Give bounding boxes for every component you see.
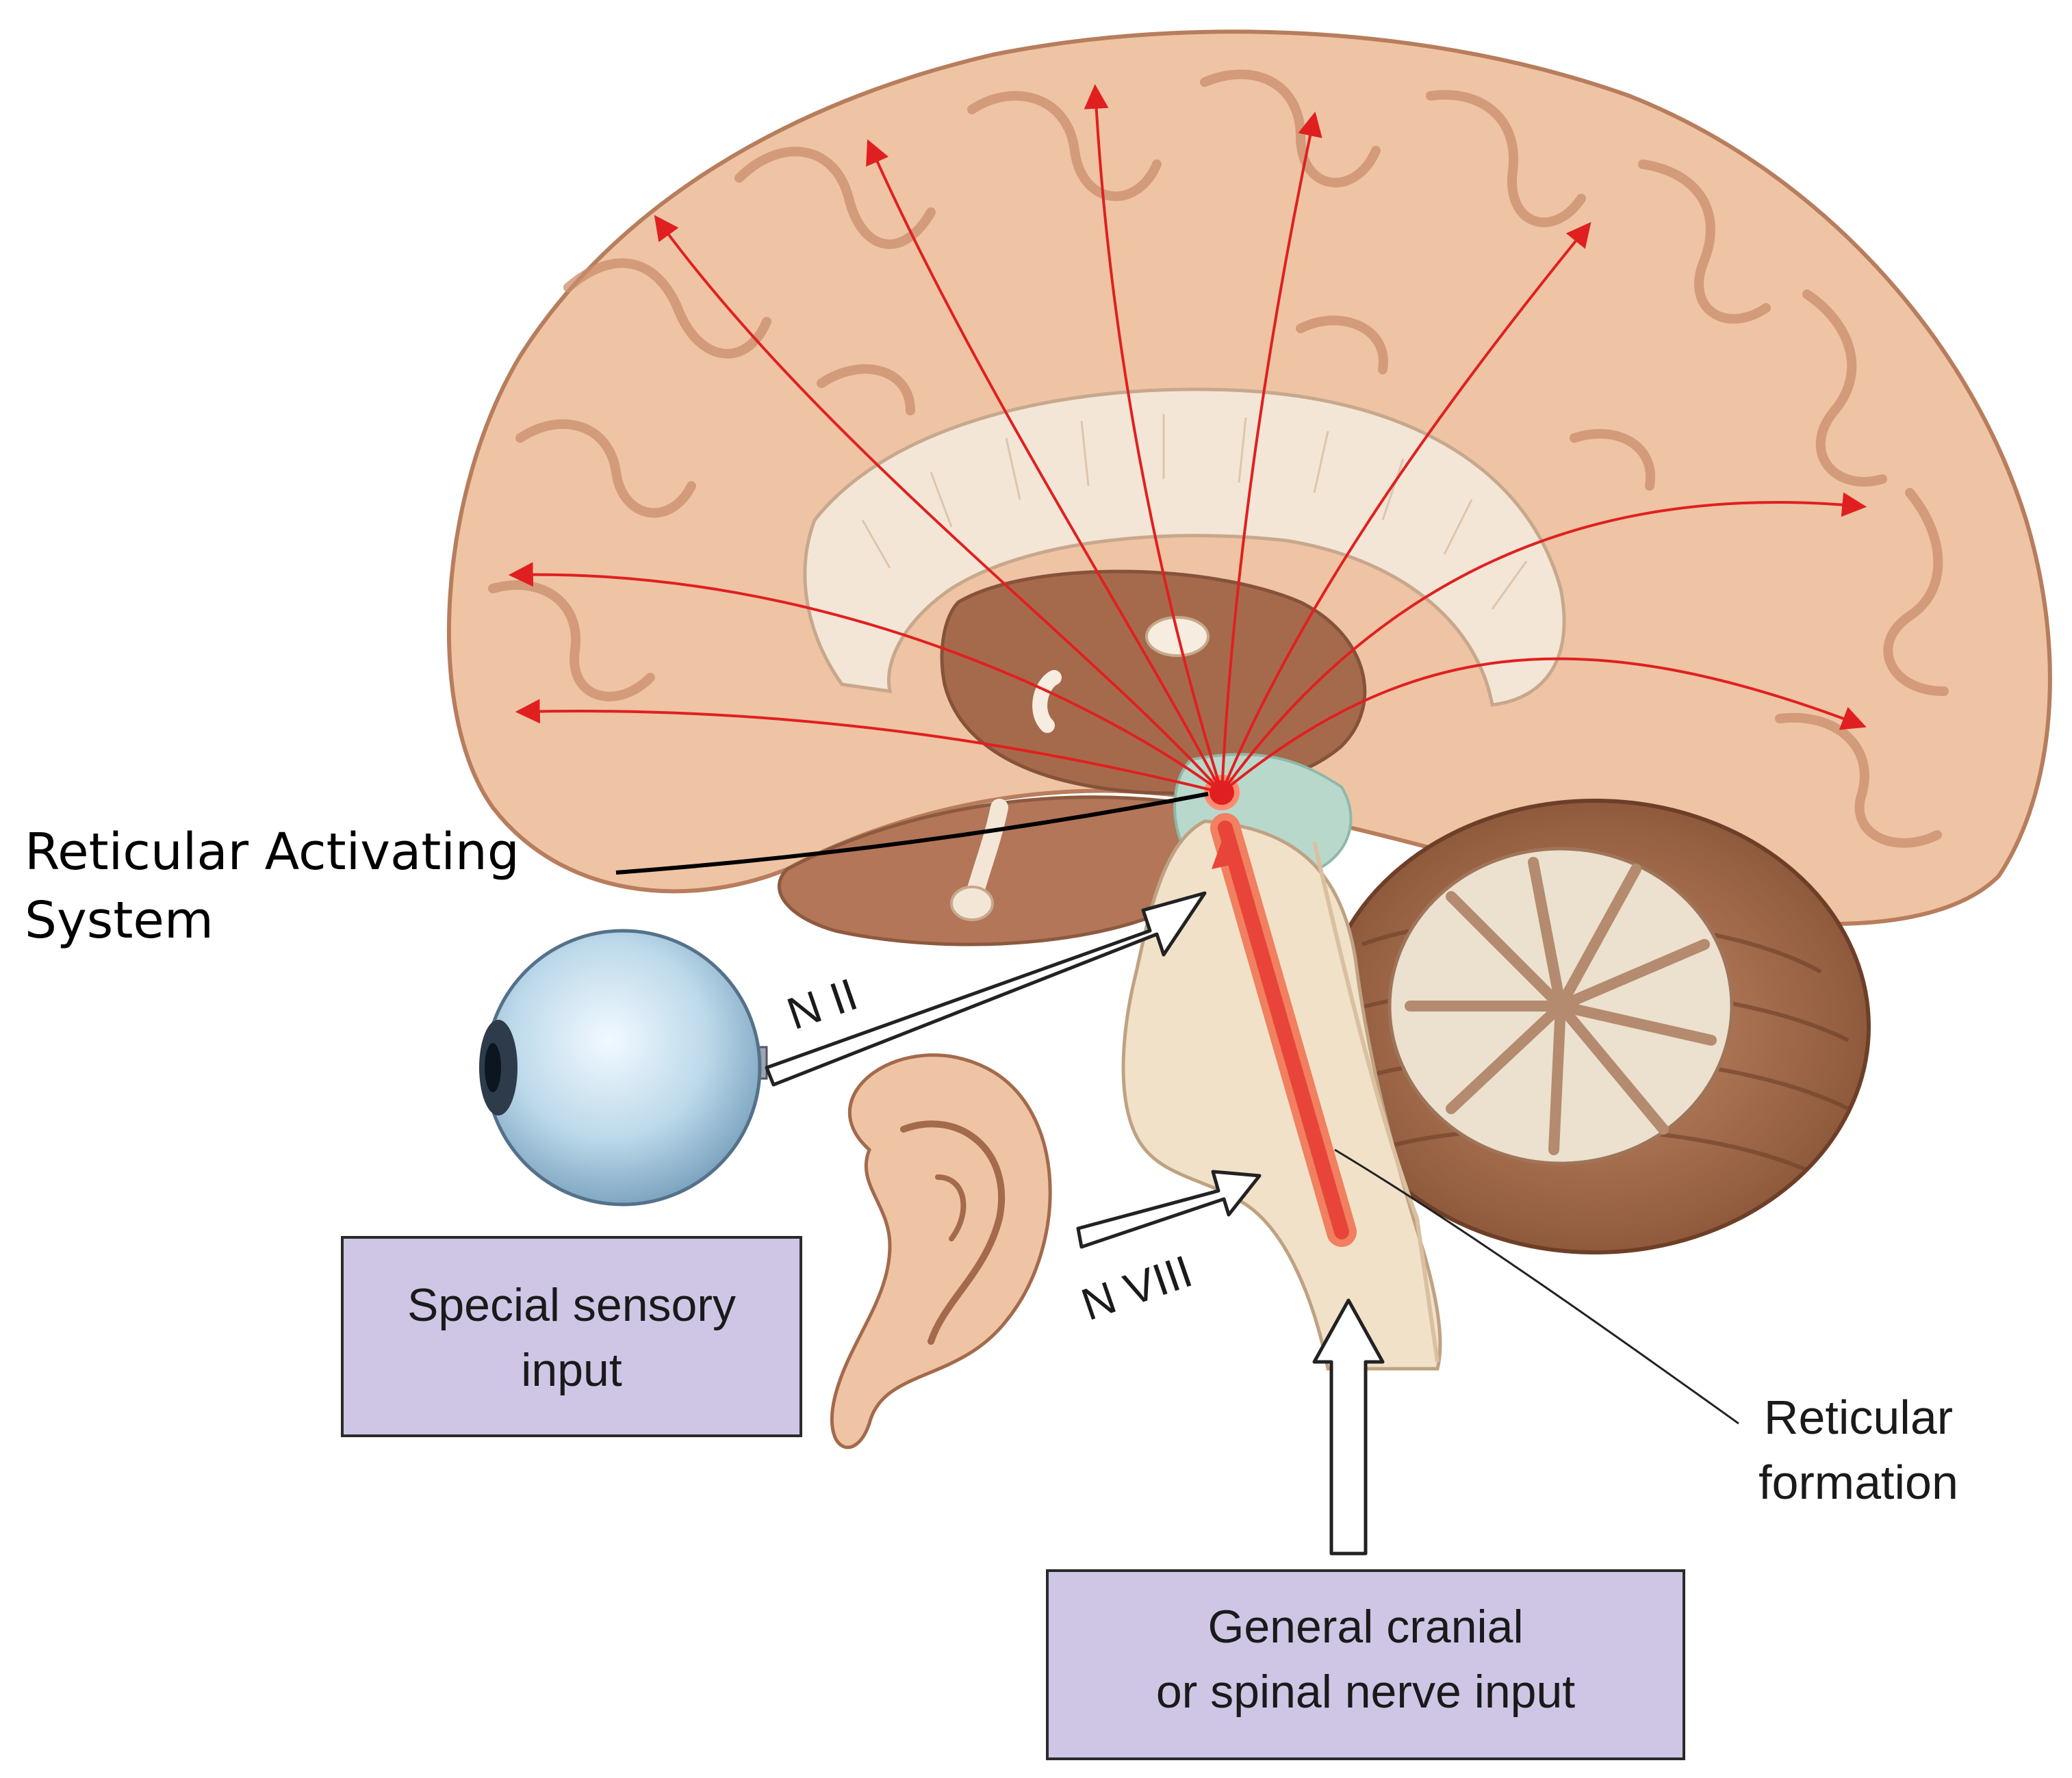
arbor-vitae-branches: [1405, 857, 1717, 1155]
general-input-box: [1046, 1569, 1685, 1760]
reticular-formation-label-line1: Reticular: [1764, 1391, 1953, 1444]
eye-icon: [479, 929, 768, 1207]
special-sensory-label-line2: input: [521, 1344, 622, 1396]
fornix: [1032, 670, 1062, 733]
reticular-formation: [1218, 821, 1349, 1239]
brainstem-edge: [1312, 841, 1440, 1363]
projection-arrows: [508, 83, 1867, 794]
reticular-formation-label-line2: formation: [1758, 1456, 1958, 1509]
n2-label: N II: [780, 968, 863, 1039]
reticular-formation-arrowhead: [1212, 832, 1242, 869]
reticular-formation-leader-line: [1334, 1148, 1739, 1425]
brainstem: [1121, 819, 1442, 1371]
ras-label-line2: System: [25, 891, 214, 950]
ras-leader-line: [615, 792, 1209, 875]
corpus-callosum: [803, 387, 1566, 707]
corpus-callosum-fibers: [861, 414, 1528, 610]
spinal-input-arrow: [1312, 1298, 1385, 1556]
cerebellum: [1319, 799, 1871, 1254]
pituitary-gland: [950, 886, 994, 921]
n2-arrow: [765, 891, 1207, 1087]
general-input-label-line1: General cranial: [1207, 1601, 1523, 1653]
n8-label: N VIII: [1075, 1246, 1198, 1330]
sensory-input-arrows: [765, 891, 1385, 1556]
general-input-label-line2: or spinal nerve input: [1156, 1666, 1575, 1718]
n8-arrow: [1076, 1170, 1262, 1249]
special-sensory-input-box: [341, 1236, 802, 1437]
special-sensory-label-line1: Special sensory: [407, 1279, 736, 1331]
ras-label-line1: Reticular Activating: [25, 823, 520, 881]
gyri-folds: [488, 69, 1949, 848]
ear-icon: [830, 1053, 1052, 1450]
